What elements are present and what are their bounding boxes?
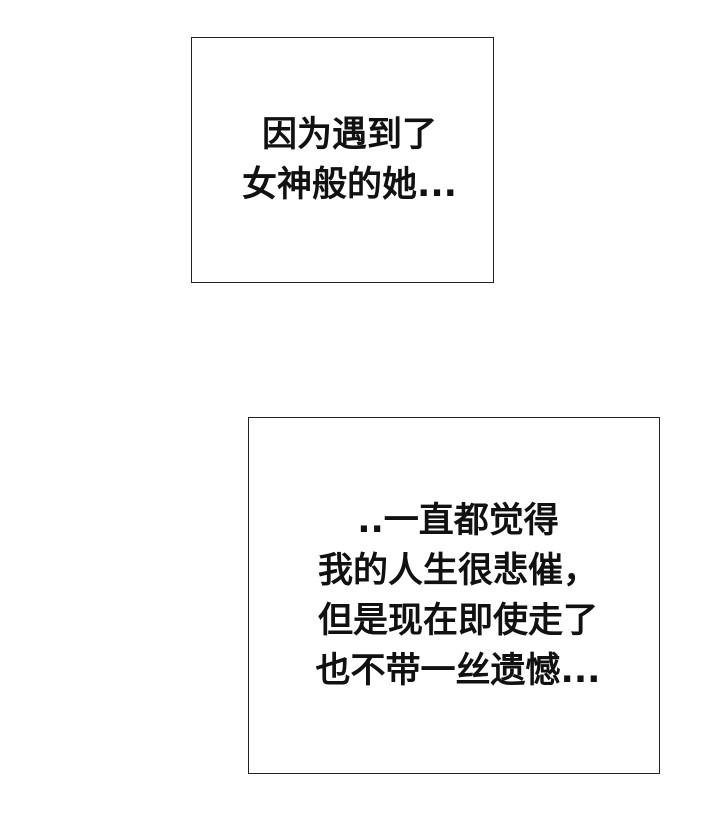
caption-text-2: ..一直都觉得 我的人生很悲催， 但是现在即使走了 也不带一丝遗憾... xyxy=(315,500,601,691)
caption-text-1: 因为遇到了 女神般的她... xyxy=(242,115,457,205)
caption-box-2: ..一直都觉得 我的人生很悲催， 但是现在即使走了 也不带一丝遗憾... xyxy=(248,417,660,774)
caption-box-1: 因为遇到了 女神般的她... xyxy=(191,37,494,283)
